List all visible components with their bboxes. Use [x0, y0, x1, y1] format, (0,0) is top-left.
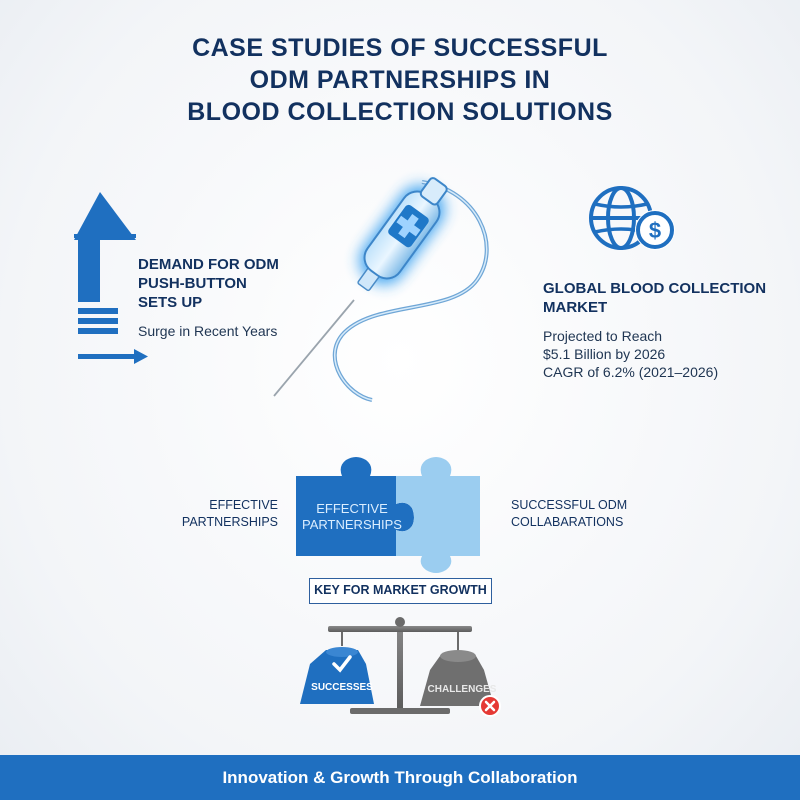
demand-heading-line-2: PUSH-BUTTON: [138, 275, 247, 292]
footer-banner: Innovation & Growth Through Collaboratio…: [0, 755, 800, 800]
title-line-1: CASE STUDIES OF SUCCESSFUL: [192, 34, 608, 62]
svg-text:$: $: [649, 218, 661, 243]
market-line-1: Projected to Reach: [543, 328, 663, 344]
puzzle-icon: [296, 457, 480, 573]
arrow-up-icon: [74, 192, 148, 364]
puzzle-label-line-1: EFFECTIVE: [316, 501, 388, 516]
demand-heading-line-3: SETS UP: [138, 294, 203, 311]
title-line-2: ODM PARTNERSHIPS IN: [249, 66, 551, 94]
left-label-line-1: EFFECTIVE: [209, 498, 278, 512]
challenges-label: CHALLENGES: [427, 684, 497, 695]
puzzle-label: EFFECTIVE PARTNERSHIPS: [296, 501, 408, 533]
partnerships-right-label: SUCCESSFUL ODM COLLABARATIONS: [511, 497, 711, 531]
checkmark-icon: [332, 655, 352, 673]
key-for-market-growth-box: KEY FOR MARKET GROWTH: [309, 578, 492, 604]
x-mark-icon: [479, 695, 501, 717]
right-label-line-1: SUCCESSFUL ODM: [511, 498, 628, 512]
market-heading: GLOBAL BLOOD COLLECTION MARKET: [543, 279, 793, 317]
puzzle-label-line-2: PARTNERSHIPS: [302, 517, 402, 532]
demand-subtext: Surge in Recent Years: [138, 323, 278, 339]
market-heading-line-1: GLOBAL BLOOD COLLECTION: [543, 280, 767, 297]
right-label-line-2: COLLABARATIONS: [511, 515, 624, 529]
market-line-3: CAGR of 6.2% (2021–2026): [543, 364, 719, 380]
market-line-2: $5.1 Billion by 2026: [543, 346, 666, 362]
demand-heading-line-1: DEMAND FOR ODM: [138, 256, 279, 273]
title-line-3: BLOOD COLLECTION SOLUTIONS: [187, 98, 613, 126]
market-details: Projected to Reach $5.1 Billion by 2026 …: [543, 327, 793, 381]
page-title: CASE STUDIES OF SUCCESSFUL ODM PARTNERSH…: [0, 32, 800, 128]
left-label-line-2: PARTNERSHIPS: [181, 515, 278, 529]
demand-heading: DEMAND FOR ODM PUSH-BUTTON SETS UP: [138, 255, 318, 312]
blood-collection-needle-icon: [273, 177, 489, 402]
successes-label: SUCCESSES: [311, 682, 373, 693]
globe-dollar-icon: $: [589, 186, 675, 250]
partnerships-left-label: EFFECTIVE PARTNERSHIPS: [150, 497, 278, 531]
balance-scale-icon: [300, 617, 494, 714]
market-heading-line-2: MARKET: [543, 299, 608, 316]
